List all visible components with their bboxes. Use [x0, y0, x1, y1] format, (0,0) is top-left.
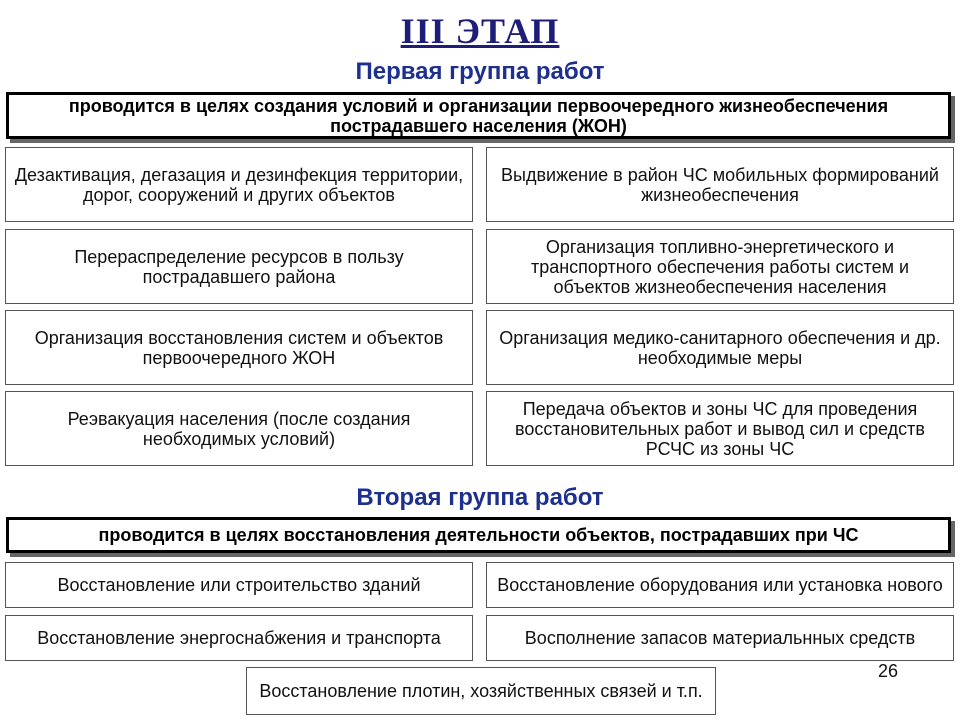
group1-right-box-3: Организация медико-санитарного обеспечен… [486, 310, 954, 385]
group1-title: Первая группа работ [355, 58, 605, 85]
group2-right-box-1: Восстановление оборудования или установк… [486, 562, 954, 608]
group1-left-box-2: Перераспределение ресурсов в пользу пост… [5, 229, 473, 304]
group2-left-box-2: Восстановление энергоснабжения и транспо… [5, 615, 473, 661]
group1-header-box: проводится в целях создания условий и ор… [6, 92, 951, 139]
group2-title: Вторая группа работ [356, 484, 604, 511]
page-title: III ЭТАП [400, 11, 560, 51]
group2-right-box-2: Восполнение запасов материальнных средст… [486, 615, 954, 661]
group2-left-box-1: Восстановление или строительство зданий [5, 562, 473, 608]
group1-right-box-1: Выдвижение в район ЧС мобильных формиров… [486, 147, 954, 222]
group1-left-box-4: Реэвакуация населения (после создания не… [5, 391, 473, 466]
group1-left-box-1: Дезактивация, дегазация и дезинфекция те… [5, 147, 473, 222]
group1-right-box-4: Передача объектов и зоны ЧС для проведен… [486, 391, 954, 466]
group2-bottom-box: Восстановление плотин, хозяйственных свя… [246, 667, 716, 715]
group1-right-box-2: Организация топливно-энергетического и т… [486, 229, 954, 304]
group1-left-box-3: Организация восстановления систем и объе… [5, 310, 473, 385]
page-number: 26 [878, 661, 899, 681]
group2-header-box: проводится в целях восстановления деятел… [6, 517, 951, 553]
